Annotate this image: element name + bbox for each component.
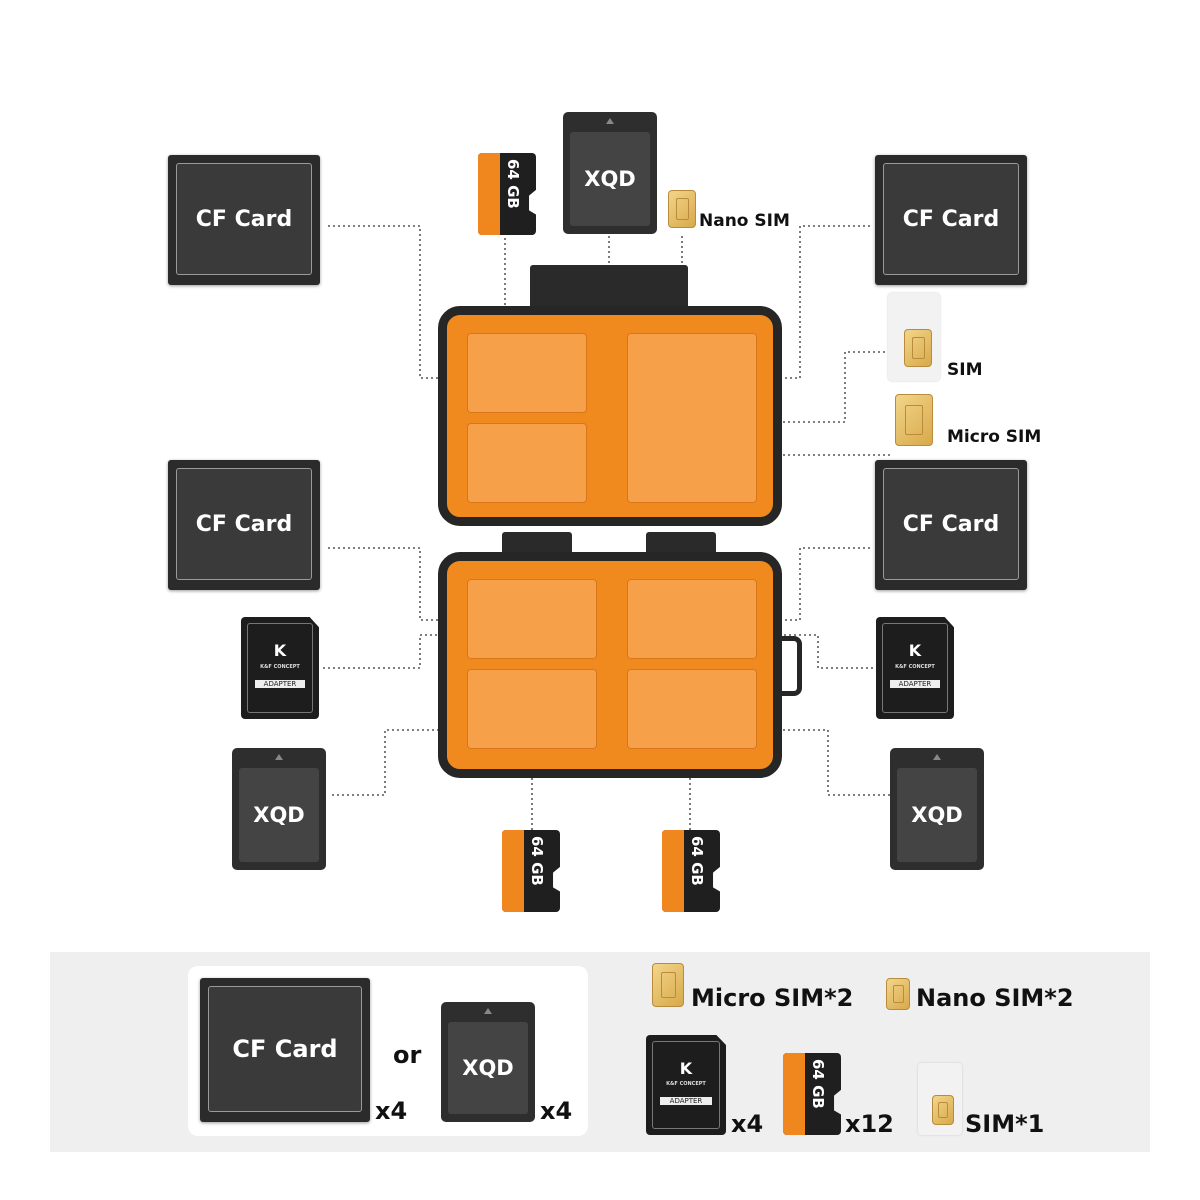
cf-card-mid-left: CF Card xyxy=(168,460,320,590)
adapter-label: ADAPTER xyxy=(890,680,940,689)
xqd-label: XQD xyxy=(897,768,977,862)
slot xyxy=(627,579,757,659)
summary-cf-card: CF Card xyxy=(200,978,370,1122)
xqd-card-top: XQD xyxy=(563,112,657,234)
xqd-label: XQD xyxy=(239,768,319,862)
sim-card-icon xyxy=(888,293,940,381)
nano-sim-label: Nano SIM xyxy=(699,211,790,231)
summary-xqd-label: XQD xyxy=(448,1022,528,1114)
sim-count: SIM*1 xyxy=(965,1110,1045,1138)
sd-brand: K&F CONCEPT xyxy=(666,1081,706,1087)
microsd-capacity: 64 GB xyxy=(504,159,523,209)
adapter-label: ADAPTER xyxy=(255,680,305,689)
case-upper-half xyxy=(438,306,782,526)
micro-sim-count: Micro SIM*2 xyxy=(691,984,854,1012)
slot xyxy=(627,333,757,503)
xqd-card-bottom-right: XQD xyxy=(890,748,984,870)
sd-adapter-right: K K&F CONCEPT ADAPTER xyxy=(876,617,954,719)
kf-logo: K xyxy=(679,1059,693,1078)
micro-sim-chip-icon xyxy=(895,394,933,446)
slot xyxy=(467,669,597,749)
cf-card-label: CF Card xyxy=(883,468,1019,580)
micro-sim-label: Micro SIM xyxy=(947,427,1042,447)
sd-brand: K&F CONCEPT xyxy=(895,663,935,670)
cf-card-label: CF Card xyxy=(883,163,1019,275)
cf-count: x4 xyxy=(375,1097,408,1125)
kf-logo: K xyxy=(273,641,287,661)
cf-card-label: CF Card xyxy=(176,468,312,580)
microsd-card-top: 64 GB xyxy=(478,153,536,235)
microsd-capacity: 64 GB xyxy=(528,836,547,886)
sd-count: x4 xyxy=(731,1110,764,1138)
sim-card-icon xyxy=(918,1063,962,1135)
summary-cf-label: CF Card xyxy=(208,986,362,1112)
xqd-label: XQD xyxy=(570,132,650,226)
microsd-capacity: 64 GB xyxy=(688,836,707,886)
kf-logo: K xyxy=(908,641,922,661)
xqd-card-bottom-left: XQD xyxy=(232,748,326,870)
cf-card-top-right: CF Card xyxy=(875,155,1027,285)
microsd-card-bottom-right: 64 GB xyxy=(662,830,720,912)
cf-card-top-left: CF Card xyxy=(168,155,320,285)
case-latch[interactable] xyxy=(530,265,688,313)
summary-xqd-card: XQD xyxy=(441,1002,535,1122)
sd-adapter-left: K K&F CONCEPT ADAPTER xyxy=(241,617,319,719)
summary-sd-adapter: K K&F CONCEPT ADAPTER xyxy=(646,1035,726,1135)
or-label: or xyxy=(393,1041,422,1069)
sd-brand: K&F CONCEPT xyxy=(260,663,300,670)
slot xyxy=(467,423,587,503)
slot xyxy=(467,333,587,413)
nano-sim-chip-icon xyxy=(886,978,910,1010)
nano-sim-chip-icon xyxy=(668,190,696,228)
case-handle[interactable] xyxy=(778,636,802,696)
microsd-capacity: 64 GB xyxy=(809,1059,828,1109)
adapter-label: ADAPTER xyxy=(660,1097,712,1105)
microsd-card-bottom-left: 64 GB xyxy=(502,830,560,912)
slot xyxy=(627,669,757,749)
summary-microsd-card: 64 GB xyxy=(783,1053,841,1135)
cf-card-mid-right: CF Card xyxy=(875,460,1027,590)
cf-card-label: CF Card xyxy=(176,163,312,275)
sim-label: SIM xyxy=(947,360,983,380)
xqd-count: x4 xyxy=(540,1097,573,1125)
case-lower-half xyxy=(438,552,782,778)
microsd-count: x12 xyxy=(845,1110,894,1138)
micro-sim-chip-icon xyxy=(652,963,684,1007)
nano-sim-count: Nano SIM*2 xyxy=(916,984,1074,1012)
slot xyxy=(467,579,597,659)
